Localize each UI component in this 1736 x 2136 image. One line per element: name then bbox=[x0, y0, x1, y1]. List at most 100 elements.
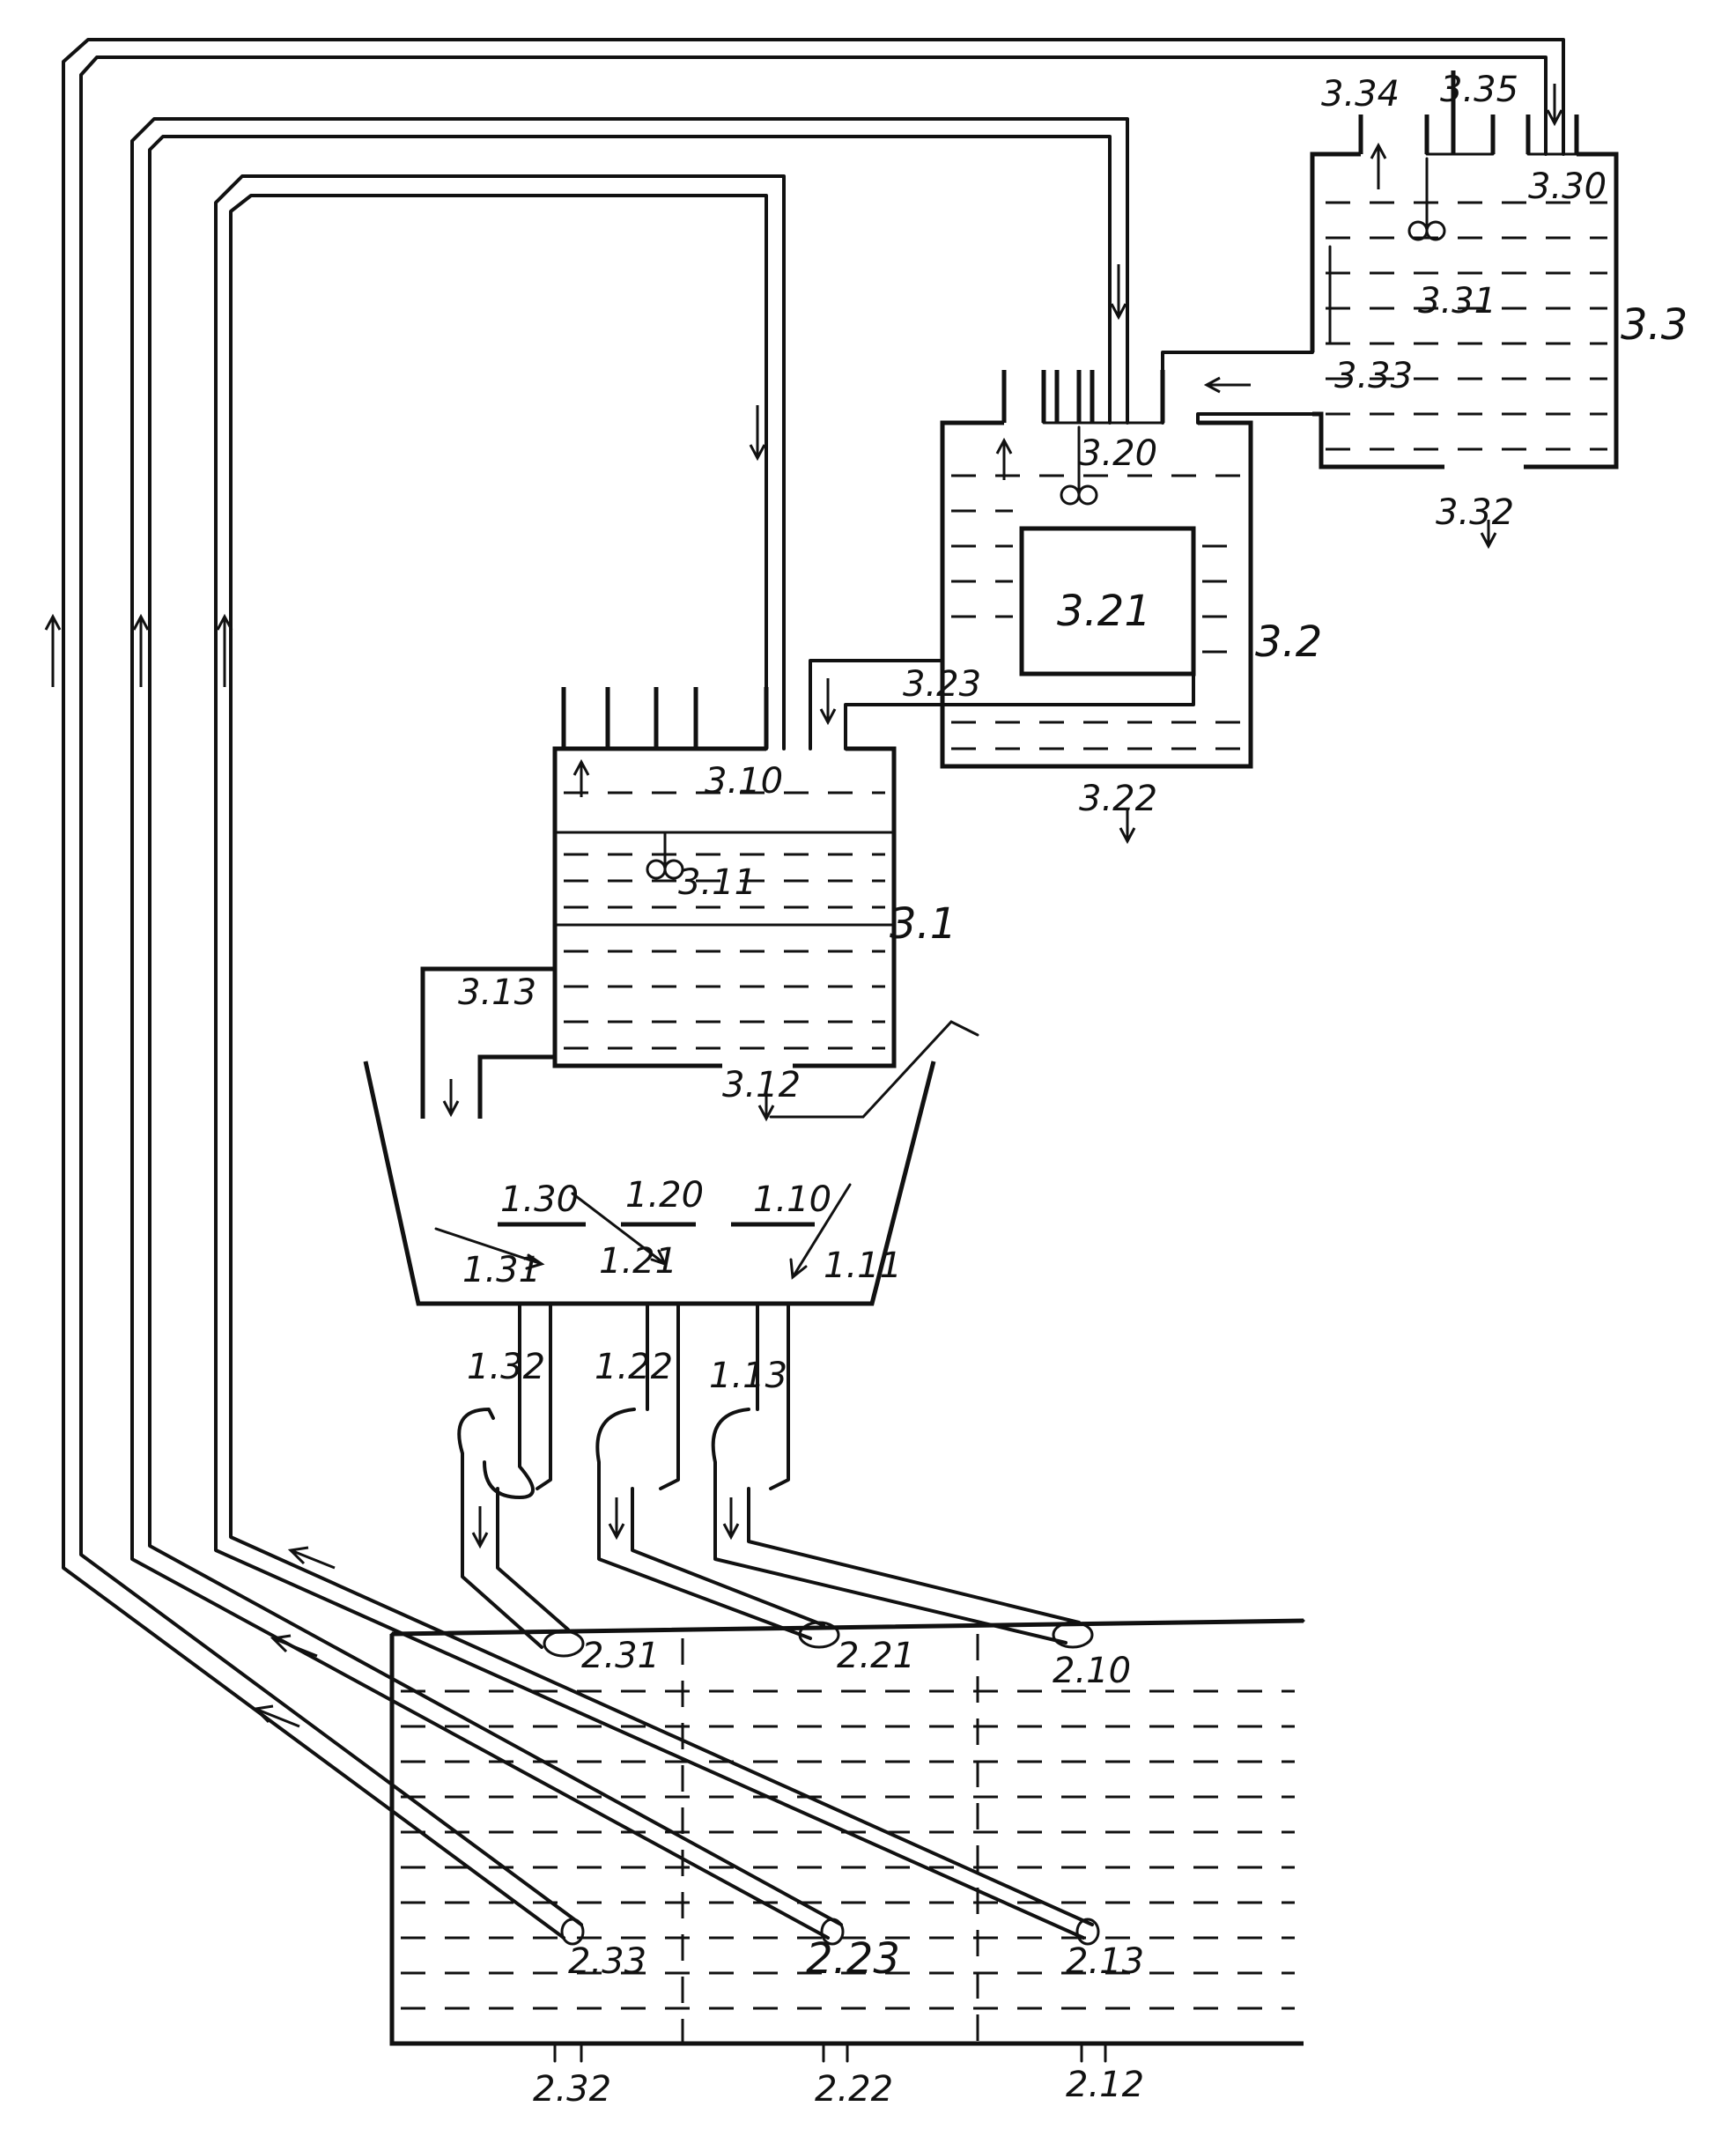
tank-3-2 bbox=[940, 370, 1253, 845]
label-1-10: 1.10 bbox=[753, 1179, 831, 1220]
up-arrow-icon bbox=[573, 758, 590, 797]
label-1-21: 1.21 bbox=[599, 1241, 677, 1282]
basin-liquid bbox=[401, 1689, 1295, 2010]
pipe-outlet-2-21 bbox=[798, 1621, 840, 1649]
downcomer-1-2 bbox=[646, 1302, 680, 1490]
tank-3-2-top bbox=[1001, 370, 1165, 423]
label-3-11: 3.11 bbox=[678, 862, 757, 903]
down-arrow-icon bbox=[722, 1497, 740, 1541]
tank-3-2-liquid bbox=[951, 474, 1242, 750]
pipe-inlet-2-33 bbox=[560, 1918, 585, 1946]
label-1-30: 1.30 bbox=[500, 1179, 579, 1220]
down-arrow-icon bbox=[819, 678, 837, 726]
funnel-walls bbox=[363, 1061, 936, 1306]
left-arrow-icon bbox=[1203, 376, 1251, 394]
label-3-34: 3.34 bbox=[1321, 74, 1400, 115]
up-arrow-icon bbox=[44, 613, 62, 687]
tank-3-1-wall bbox=[420, 746, 897, 1119]
inner-return-pipe bbox=[214, 174, 1085, 1940]
label-3-33: 3.33 bbox=[1334, 356, 1413, 396]
bottom-basin bbox=[389, 1618, 1305, 2063]
label-2-12: 2.12 bbox=[1066, 2065, 1144, 2105]
up-arrow-icon bbox=[995, 437, 1013, 480]
middle-return-pipe bbox=[130, 117, 1129, 1940]
down-arrow-icon bbox=[749, 405, 766, 462]
downcomer-1-1-lower bbox=[711, 1408, 1081, 1644]
label-2-31: 2.31 bbox=[581, 1636, 660, 1676]
tank-3-3 bbox=[1310, 70, 1619, 550]
label-3-30: 3.30 bbox=[1528, 166, 1607, 207]
up-arrow-icon bbox=[216, 613, 233, 687]
down-arrow-icon bbox=[1480, 520, 1497, 550]
overflow-pipe-3-3-to-3-2 bbox=[1161, 351, 1314, 425]
agitator-icon bbox=[1077, 484, 1098, 506]
basin-top-edge bbox=[390, 1619, 1305, 1636]
down-arrow-icon bbox=[1110, 264, 1127, 321]
return-pipes bbox=[44, 38, 1565, 1940]
down-arrow-icon bbox=[471, 1506, 489, 1549]
tank-3-1-top bbox=[561, 687, 769, 749]
downcomer-1-2-lower bbox=[595, 1408, 825, 1640]
down-arrow-icon bbox=[1119, 810, 1136, 845]
inner-chamber-3-21 bbox=[1019, 526, 1196, 676]
tank-3-3-wall bbox=[1310, 152, 1619, 469]
label-3-32: 3.32 bbox=[1436, 492, 1514, 533]
tank-3-1 bbox=[420, 687, 979, 1122]
diagonal-arrow-icon bbox=[270, 1634, 318, 1658]
leader-line bbox=[434, 1227, 545, 1270]
tank-3-3-liquid bbox=[1326, 201, 1607, 451]
label-3-23: 3.23 bbox=[903, 664, 981, 705]
pipe-inlet-2-13 bbox=[1075, 1918, 1100, 1946]
label-2-33: 2.33 bbox=[568, 1941, 646, 1982]
label-3-2: 3.2 bbox=[1255, 617, 1322, 667]
up-arrow-icon bbox=[1370, 142, 1387, 189]
label-1-13: 1.13 bbox=[709, 1356, 787, 1396]
label-2-32: 2.32 bbox=[533, 2069, 611, 2110]
leader-line bbox=[769, 1020, 979, 1119]
tank-3-2-wall bbox=[940, 420, 1253, 769]
downcomer-1-1 bbox=[756, 1302, 790, 1490]
label-3-10: 3.10 bbox=[705, 761, 783, 802]
label-1-20: 1.20 bbox=[625, 1175, 704, 1216]
leader-line bbox=[571, 1192, 668, 1267]
downcomer-1-3-lower bbox=[457, 1408, 570, 1649]
overflow-pipe-3-23 bbox=[809, 659, 1195, 750]
label-3-12: 3.12 bbox=[722, 1065, 801, 1105]
pipe-inlet-2-23 bbox=[820, 1918, 845, 1946]
labels: 3.34 3.35 3.30 3.31 3.3 3.33 3.32 3.20 3… bbox=[458, 70, 1688, 2110]
label-1-22: 1.22 bbox=[595, 1347, 673, 1387]
pipe-outlet-2-31 bbox=[543, 1630, 585, 1658]
down-arrow-icon bbox=[757, 1092, 775, 1122]
down-arrow-icon bbox=[1546, 84, 1563, 127]
outer-return-pipe-inner-wall bbox=[79, 55, 1548, 1926]
tank-3-1-liquid bbox=[564, 791, 885, 1050]
label-2-21: 2.21 bbox=[837, 1636, 915, 1676]
agitator-icon bbox=[663, 859, 684, 880]
label-2-22: 2.22 bbox=[815, 2069, 893, 2110]
label-1-31: 1.31 bbox=[462, 1250, 541, 1290]
label-3-3: 3.3 bbox=[1621, 300, 1688, 350]
label-2-10: 2.10 bbox=[1053, 1651, 1131, 1691]
funnel-hopper bbox=[363, 1061, 936, 1306]
label-3-1: 3.1 bbox=[890, 899, 957, 949]
diagonal-arrow-icon bbox=[252, 1704, 300, 1728]
label-1-11: 1.11 bbox=[824, 1245, 902, 1286]
label-3-31: 3.31 bbox=[1418, 281, 1496, 322]
agitator-icon bbox=[646, 859, 667, 880]
downcomer-1-3 bbox=[483, 1302, 552, 1499]
middle-return-pipe-inner-wall bbox=[148, 135, 1112, 1926]
tank-3-3-top bbox=[1358, 70, 1579, 154]
diagonal-arrow-icon bbox=[287, 1546, 336, 1570]
label-3-21: 3.21 bbox=[1057, 587, 1151, 636]
label-1-32: 1.32 bbox=[467, 1347, 545, 1387]
agitator-icon bbox=[1060, 484, 1081, 506]
label-3-13: 3.13 bbox=[458, 972, 536, 1013]
downcomer-pipes bbox=[457, 1302, 1094, 1658]
up-arrow-icon bbox=[132, 613, 150, 687]
label-3-35: 3.35 bbox=[1440, 70, 1518, 110]
down-arrow-icon bbox=[608, 1497, 625, 1541]
agitator-icon bbox=[1425, 220, 1446, 241]
label-2-23: 2.23 bbox=[806, 1934, 900, 1984]
label-3-20: 3.20 bbox=[1079, 433, 1157, 474]
